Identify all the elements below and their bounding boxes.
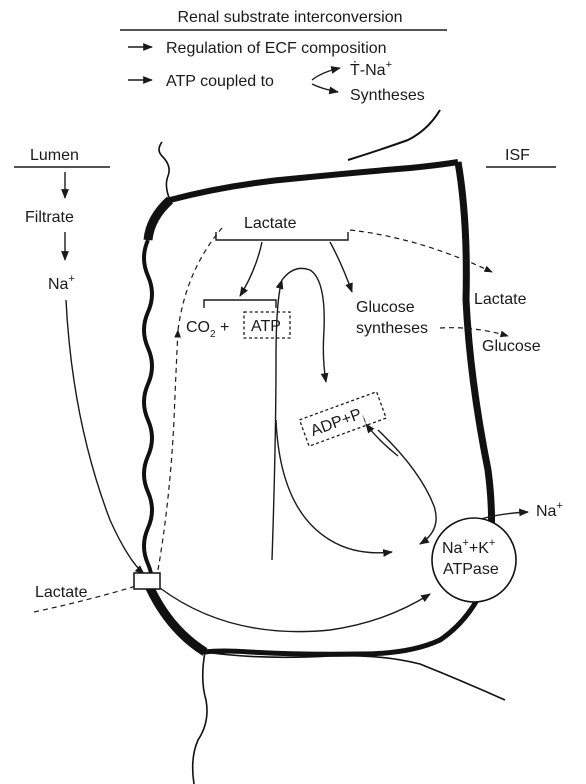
lactate-bracket xyxy=(216,232,348,240)
lumen-flow: Filtrate Na+ Lactate xyxy=(25,172,144,612)
lactate-to-co2-arrow xyxy=(240,242,262,296)
na-entry-path xyxy=(66,300,144,574)
cotransporter-box xyxy=(134,573,160,589)
na-to-pump-path xyxy=(160,588,430,632)
branch-arrow-lower xyxy=(312,84,338,92)
lumen-na-label: Na+ xyxy=(48,273,75,293)
isf-glucose-label: Glucose xyxy=(482,338,541,355)
glucose-export-dashed xyxy=(440,328,508,336)
isf-lactate-label: Lactate xyxy=(474,291,527,308)
lumen-label: Lumen xyxy=(30,147,79,164)
co2-label: CO2 + xyxy=(186,319,229,340)
co2-atp-bracket xyxy=(204,300,276,308)
header-title: Renal substrate interconversion xyxy=(177,9,402,26)
cell-outline xyxy=(144,110,505,784)
filtrate-label: Filtrate xyxy=(25,209,74,226)
branch-transport-label: Ṫ-Na+ xyxy=(350,59,392,79)
pump-line1: Na++K+ xyxy=(442,537,495,557)
lactate-export-dashed xyxy=(350,230,492,272)
glucose-synth-line1: Glucose xyxy=(356,299,415,316)
header-item-regulation: Regulation of ECF composition xyxy=(166,40,387,57)
lactate-to-glucose-arrow xyxy=(330,242,352,292)
isf-na-label: Na+ xyxy=(536,500,563,520)
lumen-lactate-label: Lactate xyxy=(35,584,88,601)
lactate-uptake-dashed xyxy=(178,228,222,330)
header-legend: Renal substrate interconversion Regulati… xyxy=(120,9,447,104)
lower-curve-path xyxy=(276,420,392,553)
glucose-synth-line2: syntheses xyxy=(356,320,428,337)
lactate-into-cell-dashed xyxy=(158,330,178,570)
pump-circle xyxy=(432,518,516,602)
branch-arrow-upper xyxy=(312,68,340,80)
na-k-atpase-pump: Na++K+ ATPase xyxy=(432,518,516,602)
atpase-to-atp-path xyxy=(366,424,398,456)
branch-syntheses-label: Syntheses xyxy=(350,87,425,104)
pump-line2: ATPase xyxy=(443,561,499,578)
compartments: Lumen ISF xyxy=(14,147,556,167)
adp-group: ADP+Pi xyxy=(300,392,387,446)
isf-label: ISF xyxy=(505,147,530,164)
header-item-atp-coupled: ATP coupled to xyxy=(166,73,274,90)
cell-lactate-label: Lactate xyxy=(244,215,297,232)
